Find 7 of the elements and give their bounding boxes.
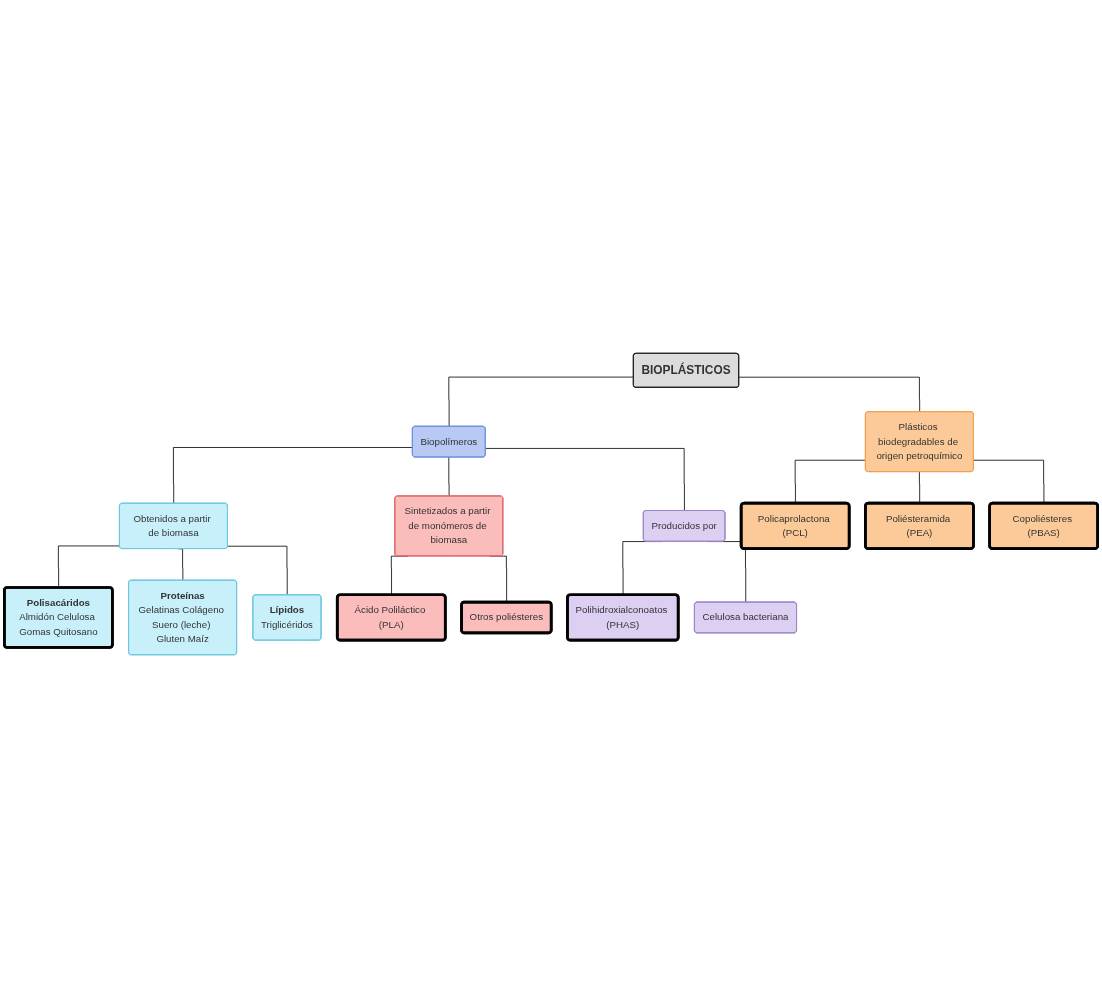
connector (173, 447, 414, 504)
connector (973, 459, 1045, 504)
connector (919, 471, 921, 504)
connector (738, 376, 921, 413)
connector (794, 459, 867, 504)
connector (227, 545, 288, 596)
connector (485, 448, 685, 512)
